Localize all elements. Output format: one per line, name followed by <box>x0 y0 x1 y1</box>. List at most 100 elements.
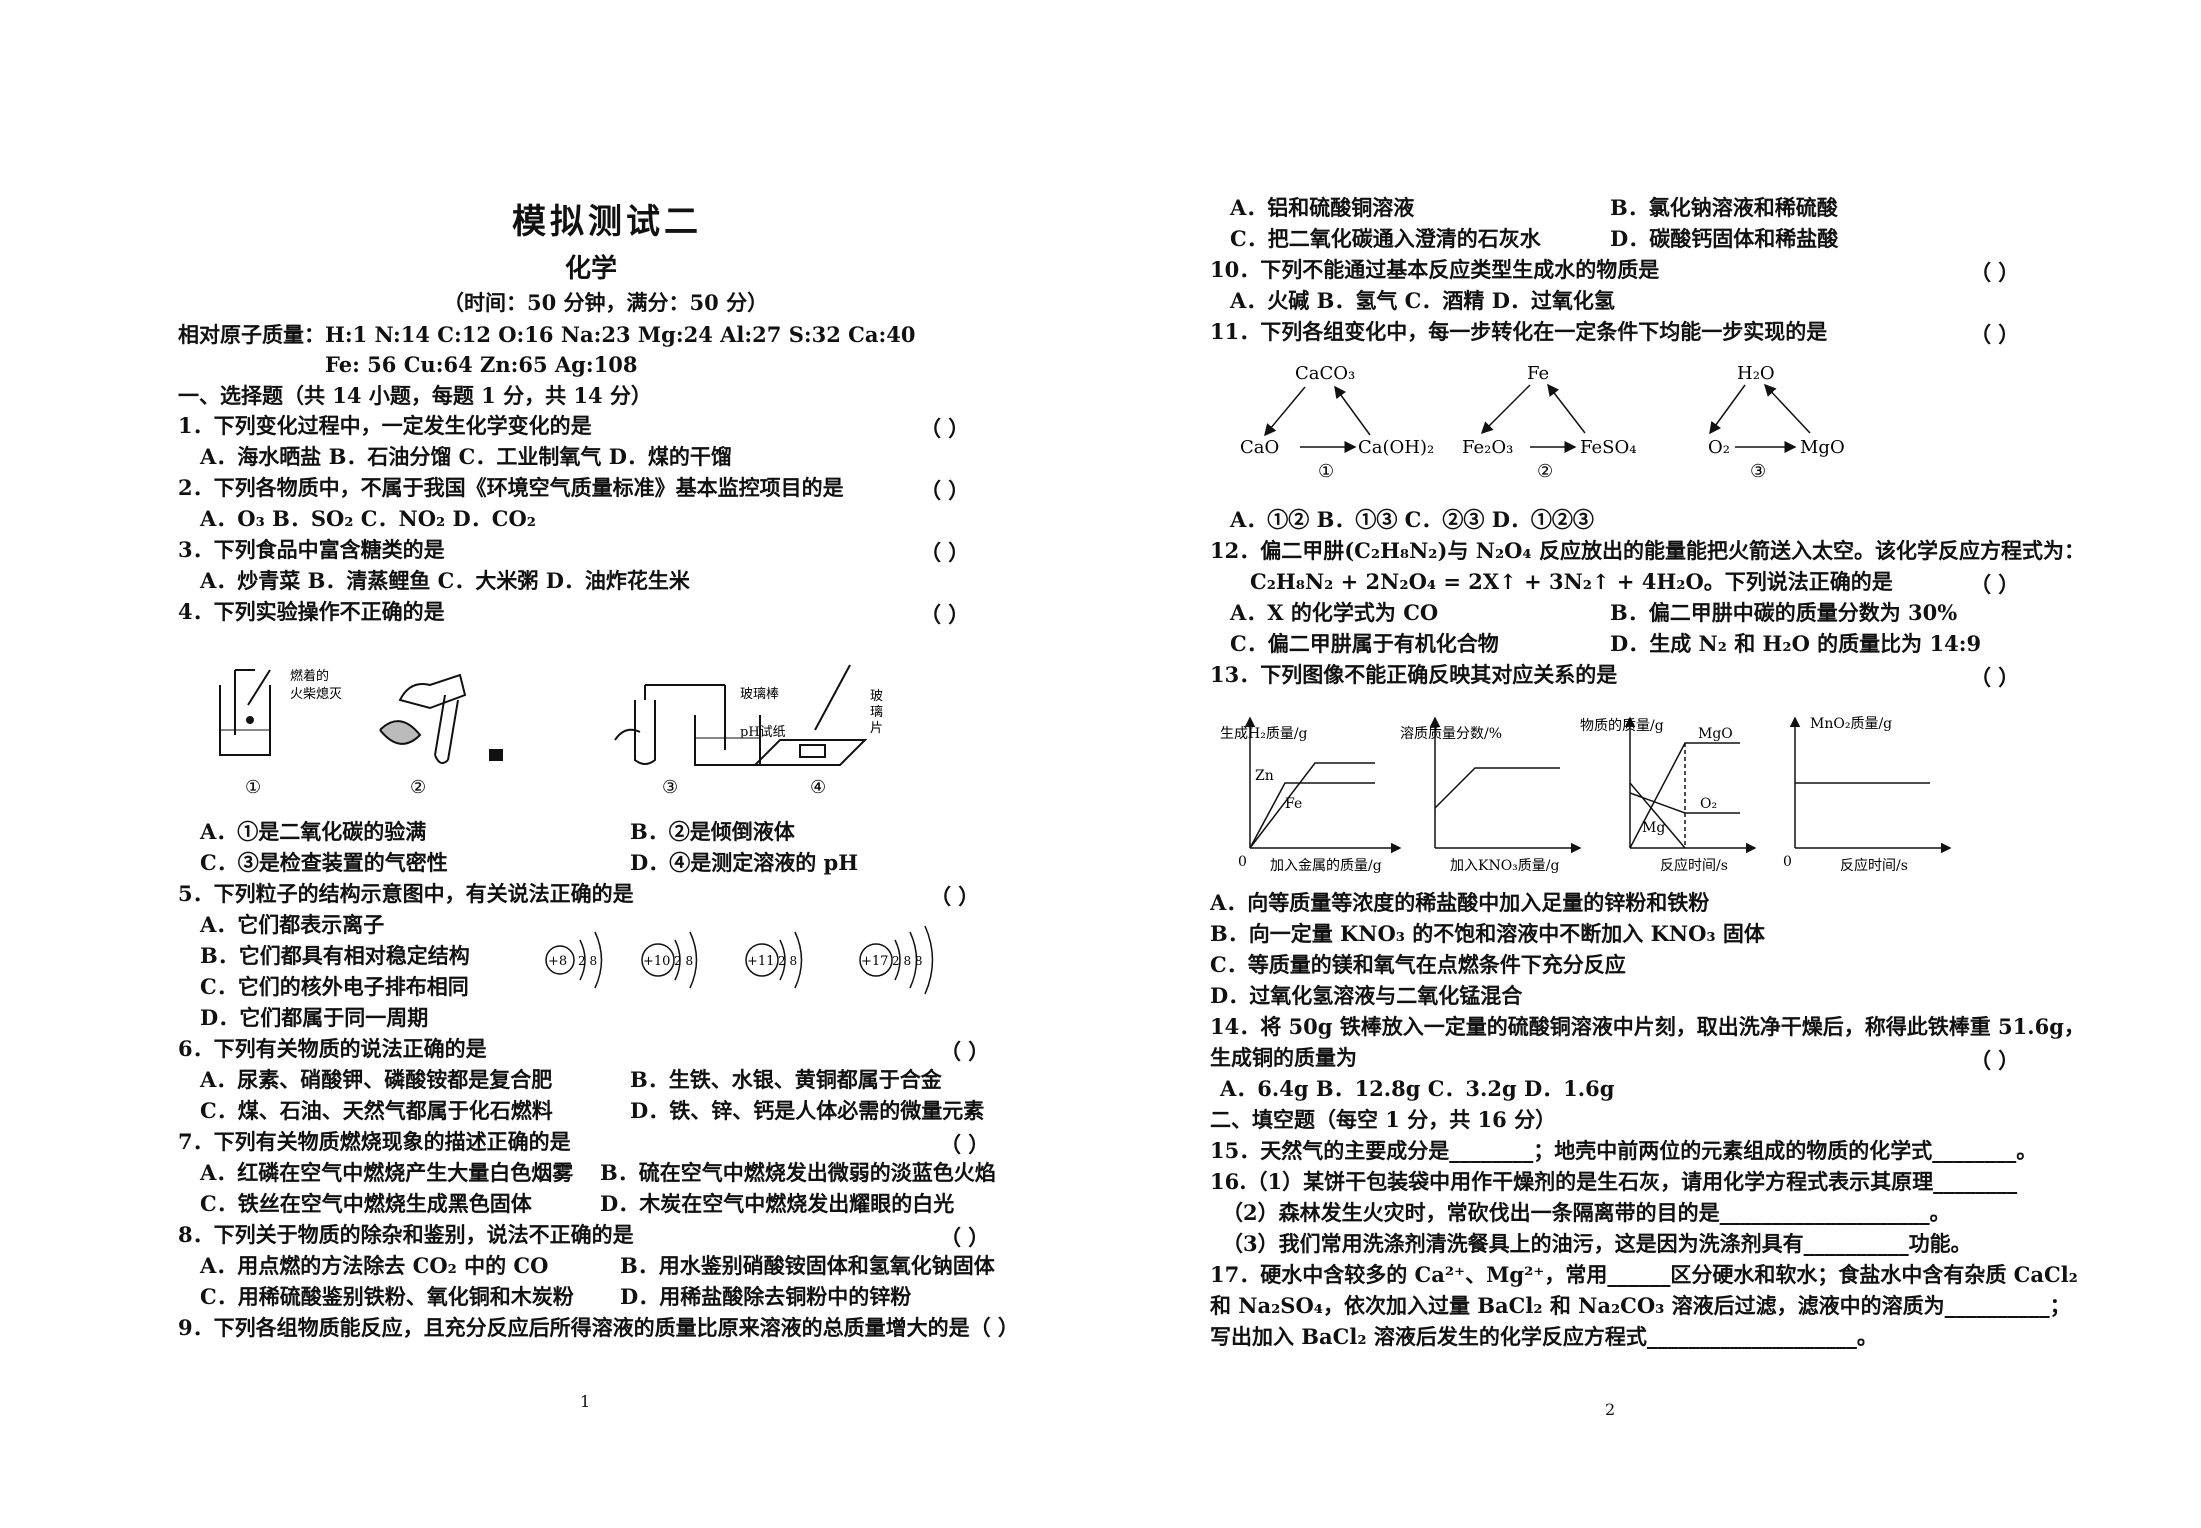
question-12-option-b: B．偏二甲肼中碳的质量分数为 30% <box>1610 600 1958 625</box>
formula-label: H₂O <box>1737 363 1775 384</box>
axis-label: 加入金属的质量/g <box>1270 858 1382 874</box>
question-7-option-d: D．木炭在空气中燃烧发出耀眼的白光 <box>600 1191 955 1216</box>
series-label: O₂ <box>1700 796 1717 812</box>
group-number: ③ <box>1750 461 1766 482</box>
answer-bracket: （ ） <box>940 1039 990 1064</box>
right-page: A．铝和硫酸铜溶液 B．氯化钠溶液和稀硫酸 C．把二氧化碳通入澄清的石灰水 D．… <box>1100 0 2200 1528</box>
question-6-option-d: D．铁、锌、钙是人体必需的微量元素 <box>630 1098 985 1123</box>
question-1-options: A．海水晒盐 B．石油分馏 C．工业制氧气 D．煤的干馏 <box>200 444 732 469</box>
figure-airtightness <box>614 684 761 766</box>
question-13-option-a: A．向等质量等浓度的稀盐酸中加入足量的锌粉和铁粉 <box>1210 890 1710 915</box>
question-10: 10．下列不能通过基本反应类型生成水的物质是 <box>1210 257 1660 282</box>
question-13: 13．下列图像不能正确反映其对应关系的是 <box>1210 662 1618 687</box>
question-9-option-c: C．把二氧化碳通入澄清的石灰水 <box>1230 226 1541 251</box>
question-7-option-a: A．红磷在空气中燃烧产生大量白色烟雾 <box>200 1160 574 1185</box>
question-3-options: A．炒青菜 B．清蒸鲤鱼 C．大米粥 D．油炸花生米 <box>200 568 690 593</box>
fig-label: 璃 <box>870 705 883 720</box>
nucleus-label: +8 <box>548 954 567 969</box>
series-label: Zn <box>1255 768 1274 784</box>
atomic-mass-line1: 相对原子质量：H:1 N:14 C:12 O:16 Na:23 Mg:24 Al… <box>178 322 916 347</box>
experiment-figures: 燃着的 火柴熄灭 ① ② ③ 玻璃棒 玻 璃 <box>219 664 883 798</box>
question-9-option-b: B．氯化钠溶液和稀硫酸 <box>1610 195 1838 220</box>
question-11: 11．下列各组变化中，每一步转化在一定条件下均能一步实现的是 <box>1210 319 1828 344</box>
question-9-option-d: D．碳酸钙固体和稀盐酸 <box>1610 226 1839 251</box>
origin-label: 0 <box>1238 854 1247 870</box>
formula-label: CaO <box>1240 437 1279 458</box>
question-6-option-c: C．煤、石油、天然气都属于化石燃料 <box>200 1098 553 1123</box>
nucleus-label: +17 <box>861 954 888 969</box>
formula-label: Ca(OH)₂ <box>1358 437 1434 458</box>
answer-bracket: （ ） <box>1970 260 2020 285</box>
question-7-option-c: C．铁丝在空气中燃烧生成黑色固体 <box>200 1191 532 1216</box>
subject-title: 化学 <box>565 254 618 284</box>
question-14-options: A．6.4g B．12.8g C．3.2g D．1.6g <box>1220 1076 1615 1101</box>
question-12-option-c: C．偏二甲肼属于有机化合物 <box>1230 631 1499 656</box>
formula-label: Fe <box>1527 363 1549 384</box>
page-number: 2 <box>1605 1400 1616 1419</box>
question-5-option-d: D．它们都属于同一周期 <box>200 1005 429 1030</box>
question-13-option-b: B．向一定量 KNO₃ 的不饱和溶液中不断加入 KNO₃ 固体 <box>1210 921 1765 946</box>
question-17-line2: 和 Na₂SO₄，依次加入过量 BaCl₂ 和 Na₂CO₃ 溶液后过滤，滤液中… <box>1210 1293 2071 1318</box>
question-13-option-c: C．等质量的镁和氧气在点燃条件下充分反应 <box>1210 952 1626 977</box>
section-heading-choice: 一、选择题（共 14 小题，每题 1 分，共 14 分） <box>178 383 652 408</box>
fig-label: 玻 <box>870 689 883 704</box>
answer-bracket: （ ） <box>920 540 970 565</box>
fig-label: 火柴熄灭 <box>290 687 342 702</box>
question-4-option-a: A．①是二氧化碳的验满 <box>200 819 427 844</box>
question-4-option-b: B．②是倾倒液体 <box>630 819 795 844</box>
axis-label: 加入KNO₃质量/g <box>1450 858 1560 874</box>
question-16-part2: （2）森林发生火灾时，常砍伐出一条隔离带的目的是________________… <box>1222 1200 1951 1225</box>
figure-pouring-liquid <box>379 673 503 765</box>
answer-bracket: （ ） <box>1970 1048 2020 1073</box>
group-number: ② <box>1537 461 1553 482</box>
axis-label: 物质的质量/g <box>1580 718 1664 734</box>
series-label: MgO <box>1698 726 1733 742</box>
answer-bracket: （ ） <box>930 884 980 909</box>
electron-shells: 2 8 <box>578 954 597 968</box>
formula-label: CaCO₃ <box>1295 363 1355 384</box>
question-3: 3．下列食品中富含糖类的是 <box>178 537 445 562</box>
page-number: 1 <box>580 1392 591 1411</box>
answer-graphs: 生成H₂质量/g 加入金属的质量/g Zn Fe 0 溶质质量分数/% 加入KN… <box>1220 716 1952 874</box>
question-15: 15．天然气的主要成分是________；地壳中前两位的元素组成的物质的化学式_… <box>1210 1138 2038 1163</box>
question-5: 5．下列粒子的结构示意图中，有关说法正确的是 <box>178 881 634 906</box>
conversion-diagrams: CaCO₃ CaO Ca(OH)₂ ① Fe Fe₂O₃ FeSO₄ ② H₂O… <box>1240 363 1845 482</box>
answer-bracket: （ ） <box>940 1225 990 1250</box>
question-4-option-c: C．③是检查装置的气密性 <box>200 850 448 875</box>
axis-label: MnO₂质量/g <box>1810 716 1892 732</box>
answer-bracket: （ ） <box>1970 322 2020 347</box>
question-6: 6．下列有关物质的说法正确的是 <box>178 1036 487 1061</box>
electron-shells: 2 8 8 <box>892 954 923 968</box>
axis-label: 反应时间/s <box>1660 857 1728 874</box>
axis-label: 反应时间/s <box>1840 857 1908 874</box>
atomic-structure-diagrams: +8 2 8 +10 2 8 +11 2 8 +17 2 8 8 <box>545 925 934 995</box>
fig-number: ④ <box>810 777 826 798</box>
answer-bracket: （ ） <box>1970 572 2020 597</box>
fig-label: 片 <box>870 721 883 736</box>
question-2-options: A．O₃ B．SO₂ C．NO₂ D．CO₂ <box>200 506 536 531</box>
fig-number: ③ <box>662 777 678 798</box>
axis-label: 生成H₂质量/g <box>1220 726 1308 742</box>
question-12-option-a: A．X 的化学式为 CO <box>1230 600 1439 625</box>
question-5-option-a: A．它们都表示离子 <box>200 912 385 937</box>
question-4: 4．下列实验操作不正确的是 <box>178 599 445 624</box>
answer-bracket: （ ） <box>1970 665 2020 690</box>
atomic-mass-line2: Fe: 56 Cu:64 Zn:65 Ag:108 <box>325 352 638 377</box>
formula-label: FeSO₄ <box>1580 437 1636 458</box>
question-11-options: A．①② B．①③ C．②③ D．①②③ <box>1230 507 1594 532</box>
question-6-option-b: B．生铁、水银、黄铜都属于合金 <box>630 1067 942 1092</box>
question-8-option-b: B．用水鉴别硝酸铵固体和氢氧化钠固体 <box>620 1253 995 1278</box>
question-2: 2．下列各物质中，不属于我国《环境空气质量标准》基本监控项目的是 <box>178 475 844 500</box>
question-8-option-d: D．用稀盐酸除去铜粉中的锌粉 <box>620 1284 912 1309</box>
nucleus-label: +11 <box>747 954 774 969</box>
question-10-options: A．火碱 B．氢气 C．酒精 D．过氧化氢 <box>1230 288 1615 313</box>
question-13-option-d: D．过氧化氢溶液与二氧化锰混合 <box>1210 983 1523 1008</box>
electron-shells: 2 8 <box>778 954 797 968</box>
question-17-line3: 写出加入 BaCl₂ 溶液后发生的化学反应方程式________________… <box>1210 1324 1878 1349</box>
fig-number: ② <box>410 777 426 798</box>
section-heading-fill: 二、填空题（每空 1 分，共 16 分） <box>1210 1107 1557 1132</box>
question-6-option-a: A．尿素、硝酸钾、磷酸铵都是复合肥 <box>200 1067 553 1092</box>
electron-shells: 2 8 <box>674 954 693 968</box>
group-number: ① <box>1318 461 1334 482</box>
formula-label: Fe₂O₃ <box>1462 437 1513 458</box>
